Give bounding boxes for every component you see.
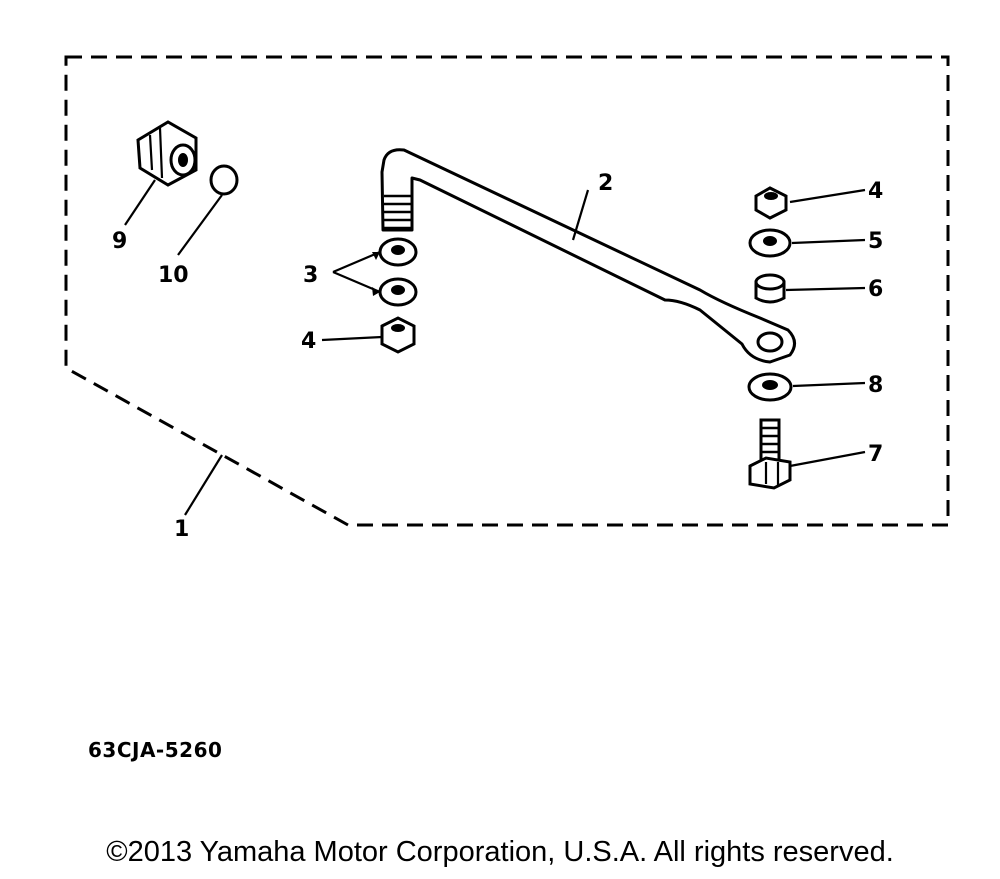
callout-4-left: 4 — [301, 329, 316, 354]
callout-2: 2 — [598, 171, 613, 196]
bushing-part-9 — [136, 120, 198, 187]
link-rod-part-2 — [380, 148, 796, 364]
o-ring-part-10 — [209, 164, 239, 196]
washer-part-3-lower — [378, 277, 418, 307]
nut-part-4-right — [754, 186, 788, 220]
callout-5: 5 — [868, 229, 883, 254]
callout-3: 3 — [303, 263, 318, 288]
bolt-part-7 — [748, 418, 792, 490]
callout-1: 1 — [174, 517, 189, 542]
washer-part-8 — [747, 372, 793, 402]
drawing-code: 63CJA-5260 — [88, 738, 223, 762]
callout-4-right: 4 — [868, 179, 883, 204]
callout-10: 10 — [158, 263, 189, 288]
callout-8: 8 — [868, 373, 883, 398]
nut-part-4-left — [380, 316, 416, 354]
washer-part-3-upper — [378, 237, 418, 267]
copyright-notice: ©2013 Yamaha Motor Corporation, U.S.A. A… — [106, 836, 894, 868]
callout-6: 6 — [868, 277, 883, 302]
kit-boundary — [64, 55, 950, 527]
callout-7: 7 — [868, 442, 883, 467]
collar-part-6 — [754, 273, 786, 304]
callout-9: 9 — [112, 229, 127, 254]
washer-part-5 — [748, 228, 792, 258]
